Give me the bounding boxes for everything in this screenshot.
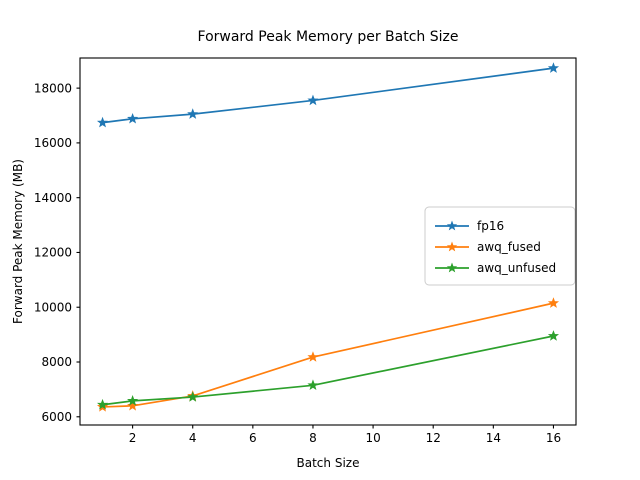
data-point-marker — [307, 94, 319, 106]
data-point-marker — [547, 330, 560, 341]
y-tick-label: 18000 — [34, 81, 72, 95]
y-axis-label: Forward Peak Memory (MB) — [11, 159, 25, 324]
x-tick-label: 14 — [486, 431, 501, 445]
y-tick-label: 14000 — [34, 191, 72, 205]
data-point-marker — [187, 108, 199, 119]
data-point-marker — [127, 399, 139, 411]
data-point-marker — [127, 395, 139, 406]
x-tick-label: 10 — [365, 431, 380, 445]
y-tick-label: 6000 — [41, 410, 72, 424]
series-line-awq_unfused — [101, 335, 555, 406]
y-tick-label: 16000 — [34, 136, 72, 150]
legend-label-awq_fused: awq_fused — [477, 240, 541, 254]
axes-frame — [79, 57, 577, 426]
x-tick-label: 2 — [129, 431, 137, 445]
series-fp16 — [96, 62, 560, 128]
data-point-marker — [187, 391, 199, 402]
chart-legend: fp16 awq_fused awq_unfused — [424, 206, 576, 286]
data-point-marker — [547, 62, 560, 73]
data-point-marker — [127, 112, 139, 124]
x-tick-label: 4 — [189, 431, 197, 445]
x-tick-label: 16 — [546, 431, 561, 445]
legend-marker-awq_fused — [446, 241, 458, 252]
legend-marker-awq_unfused — [446, 262, 458, 273]
series-line-fp16 — [101, 67, 555, 124]
series-awq_unfused — [96, 330, 560, 410]
series-line-awq_fused — [101, 302, 555, 408]
data-point-marker — [96, 398, 109, 410]
data-point-marker — [307, 379, 319, 391]
legend-label-fp16: fp16 — [477, 219, 504, 233]
data-point-marker — [547, 297, 560, 308]
series-awq_fused — [96, 297, 560, 412]
data-point-marker — [307, 351, 319, 362]
x-tick-label: 6 — [249, 431, 257, 445]
y-tick-label: 12000 — [34, 246, 72, 260]
chart-title: Forward Peak Memory per Batch Size — [198, 29, 459, 45]
y-tick-label: 8000 — [41, 355, 72, 369]
y-tick-label: 10000 — [34, 300, 72, 314]
x-tick-label: 8 — [309, 431, 317, 445]
data-point-marker — [96, 116, 109, 128]
legend-marker-fp16 — [446, 220, 458, 231]
x-tick-label: 12 — [426, 431, 441, 445]
legend-label-awq_unfused: awq_unfused — [477, 261, 556, 275]
x-axis-label: Batch Size — [297, 456, 360, 470]
